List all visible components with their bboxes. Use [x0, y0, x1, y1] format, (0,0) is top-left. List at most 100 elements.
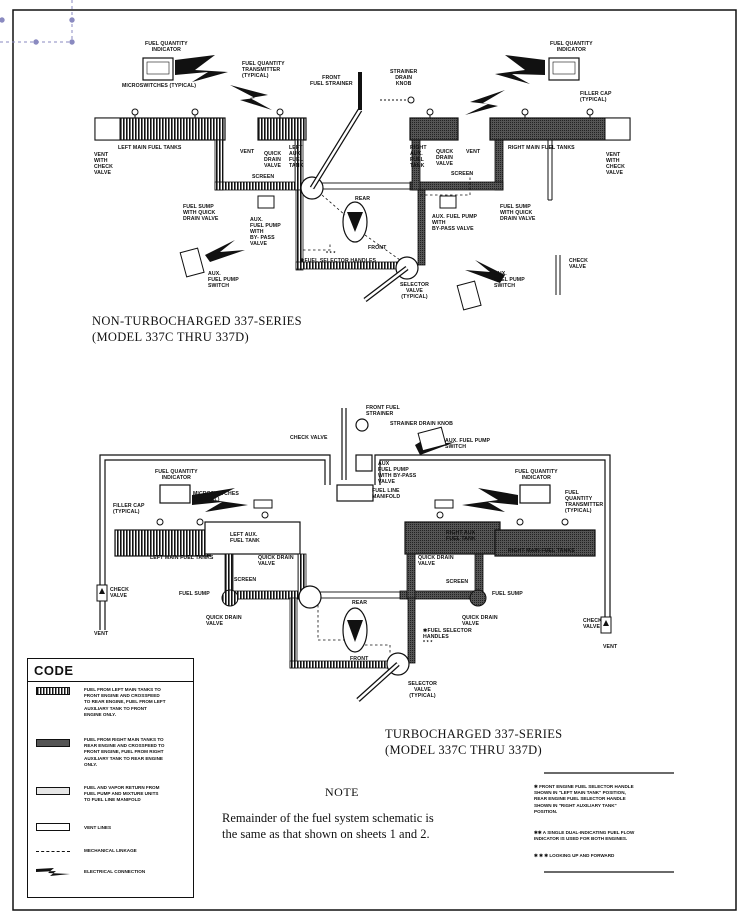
label-check-valve: CHECK VALVE: [569, 258, 588, 270]
legend-text-vapor-return: FUEL AND VAPOR RETURN FROM FUEL PUMP AND…: [84, 785, 160, 803]
label-fqi-right-b: FUEL QUANTITY INDICATOR: [515, 469, 558, 481]
label-strainer-drain-knob-b: STRAINER DRAIN KNOB: [390, 421, 453, 427]
code-legend: CODE FUEL FROM LEFT MAIN TANKS TO FRONT …: [27, 658, 194, 898]
label-aux-switch-right: AUX. FUEL PUMP SWITCH: [494, 271, 525, 289]
label-right-aux-tank: RIGHT AUX. FUEL TANK: [410, 145, 427, 169]
label-selector-handles-b: ✱FUEL SELECTOR HANDLES * * *: [423, 628, 472, 646]
right-aux-tank: [409, 117, 459, 141]
label-left-main-b: LEFT MAIN FUEL TANKS: [150, 555, 214, 561]
label-screen-right-b: SCREEN: [446, 579, 469, 585]
front-fuel-strainer: [355, 418, 369, 432]
aux-fuel-pump: [355, 454, 373, 472]
label-vent-left-b: VENT: [94, 631, 109, 637]
label-rear: REAR: [355, 196, 371, 202]
label-right-main-b: RIGHT MAIN FUEL TANKS: [508, 548, 575, 554]
label-right-main-tanks: RIGHT MAIN FUEL TANKS: [508, 145, 575, 151]
legend-swatch-electrical: [36, 868, 70, 876]
label-check-valve-top-b: CHECK VALVE: [290, 435, 328, 441]
legend-text-right-main: FUEL FROM RIGHT MAIN TANKS TO REAR ENGIN…: [84, 737, 165, 767]
label-fuel-line-manifold: FUEL LINE MANIFOLD: [372, 488, 401, 500]
label-vent-left: VENT: [240, 149, 255, 155]
label-left-main-tanks: LEFT MAIN FUEL TANKS: [118, 145, 182, 151]
label-quick-drain-right2-b: QUICK DRAIN VALVE: [462, 615, 498, 627]
label-rear-b: REAR: [352, 600, 368, 606]
aux-pump-left: [257, 195, 275, 209]
label-filler-cap-b: FILLER CAP (TYPICAL): [113, 503, 145, 515]
legend-swatch-right-main: [36, 739, 70, 747]
bottom-schematic: [96, 408, 612, 702]
legend-swatch-mechanical: [36, 851, 70, 852]
note-heading: NOTE: [325, 785, 359, 799]
left-aux-tank: [257, 117, 307, 141]
label-aux-switch-left: AUX. FUEL PUMP SWITCH: [208, 271, 239, 289]
label-vent-check-left: VENT WITH CHECK VALVE: [94, 152, 113, 176]
label-vent-right: VENT: [466, 149, 481, 155]
label-front-fuel-strainer-b: FRONT FUEL STRAINER: [366, 405, 400, 417]
label-stars: * * *: [326, 251, 336, 257]
legend-text-vent-lines: VENT LINES: [84, 825, 112, 830]
label-microswitches: MICROSWITCHES (TYPICAL): [122, 83, 197, 89]
label-quick-drain-right-b: QUICK DRAIN VALVE: [418, 555, 454, 567]
label-aux-pump-left: AUX. FUEL PUMP WITH BY- PASS VALVE: [250, 217, 281, 247]
footnote-2: ✱✱ A SINGLE DUAL-INDICATING FUEL FLOW IN…: [534, 830, 635, 842]
label-front-fuel-strainer: FRONT FUEL STRAINER: [310, 75, 353, 87]
label-vent-right-b: VENT: [603, 644, 618, 650]
label-right-aux-b: RIGHT AUX FUEL TANK: [446, 530, 476, 542]
label-microswitches-b: MICROSWITCHES (TYPICAL): [193, 491, 239, 503]
label-filler-cap: FILLER CAP (TYPICAL): [580, 91, 612, 103]
title-non-turbocharged: NON-TURBOCHARGED 337-SERIES (MODEL 337C …: [92, 314, 302, 345]
legend-text-electrical: ELECTRICAL CONNECTION: [84, 869, 146, 874]
fuel-quantity-indicator-left-b: [159, 484, 191, 504]
top-schematic: [94, 55, 631, 311]
label-strainer-drain-knob: STRAINER DRAIN KNOB: [390, 69, 418, 87]
label-left-aux-b: LEFT AUX. FUEL TANK: [230, 532, 260, 544]
page-border: [12, 9, 737, 911]
label-quick-drain-left-b: QUICK DRAIN VALVE: [258, 555, 294, 567]
code-title: CODE: [34, 663, 74, 678]
aux-pump-switch-left: [179, 247, 205, 278]
legend-swatch-vapor-return: [36, 787, 70, 795]
fuel-quantity-indicator-right-b: [519, 484, 551, 504]
label-fqt: FUEL QUANTITY TRANSMITTER (TYPICAL): [242, 61, 285, 79]
label-selector-handles: ✱FUEL SELECTOR HANDLES: [300, 258, 377, 264]
footnote-3: ✱ ✱ ✱ LOOKING UP AND FORWARD: [534, 853, 615, 858]
aux-pump-switch-right: [456, 280, 482, 311]
label-selector-valve-b: SELECTOR VALVE (TYPICAL): [408, 681, 437, 699]
left-main-tank-b: [114, 529, 211, 557]
footnote-1: ✱ FRONT ENGINE FUEL SELECTOR HANDLE SHOW…: [534, 784, 634, 814]
label-quick-drain-left: QUICK DRAIN VALVE: [264, 151, 282, 169]
fuel-line-manifold: [336, 484, 374, 502]
label-aux-pump-b: AUX FUEL PUMP WITH BY-PASS VALVE: [378, 461, 417, 485]
label-fqt-b: FUEL QUANTITY TRANSMITTER (TYPICAL): [565, 490, 604, 514]
right-main-tank-b: [494, 529, 596, 557]
label-front-b: FRONT: [350, 656, 369, 662]
legend-swatch-vent-lines: [36, 823, 70, 831]
label-fqi-left: FUEL QUANTITY INDICATOR: [145, 41, 188, 53]
label-fuel-sump-left: FUEL SUMP WITH QUICK DRAIN VALVE: [183, 204, 219, 222]
code-title-rule: [28, 681, 193, 682]
aux-fuel-pump-switch-b: [417, 426, 447, 452]
note-body: Remainder of the fuel system schematic i…: [222, 811, 434, 841]
label-screen-left: SCREEN: [252, 174, 275, 180]
label-check-valve-left-b: CHECK VALVE: [110, 587, 129, 599]
label-check-valve-right-b: CHECK VALVE: [583, 618, 602, 630]
label-fuel-sump-right-b: FUEL SUMP: [492, 591, 523, 597]
label-front: FRONT: [368, 245, 387, 251]
label-screen-left-b: SCREEN: [234, 577, 257, 583]
legend-text-left-main: FUEL FROM LEFT MAIN TANKS TO FRONT ENGIN…: [84, 687, 166, 717]
label-aux-pump-right: AUX. FUEL PUMP WITH BY-PASS VALVE: [432, 214, 478, 232]
left-aux-tank-b: [204, 521, 301, 555]
legend-text-mechanical: MECHANICAL LINKAGE: [84, 848, 137, 853]
label-fqi-right: FUEL QUANTITY INDICATOR: [550, 41, 593, 53]
selection-handle: [0, 0, 75, 45]
label-fuel-sump-left-b: FUEL SUMP: [179, 591, 210, 597]
label-fuel-sump-right: FUEL SUMP WITH QUICK DRAIN VALVE: [500, 204, 536, 222]
right-aux-tank-b: [404, 521, 501, 555]
label-screen-right: SCREEN: [451, 171, 474, 177]
aux-pump-right: [439, 195, 457, 209]
label-aux-switch-b: AUX. FUEL PUMP SWITCH: [445, 438, 491, 450]
label-selector-valve: SELECTOR VALVE (TYPICAL): [400, 282, 429, 300]
title-turbocharged: TURBOCHARGED 337-SERIES (MODEL 337C THRU…: [385, 727, 563, 758]
